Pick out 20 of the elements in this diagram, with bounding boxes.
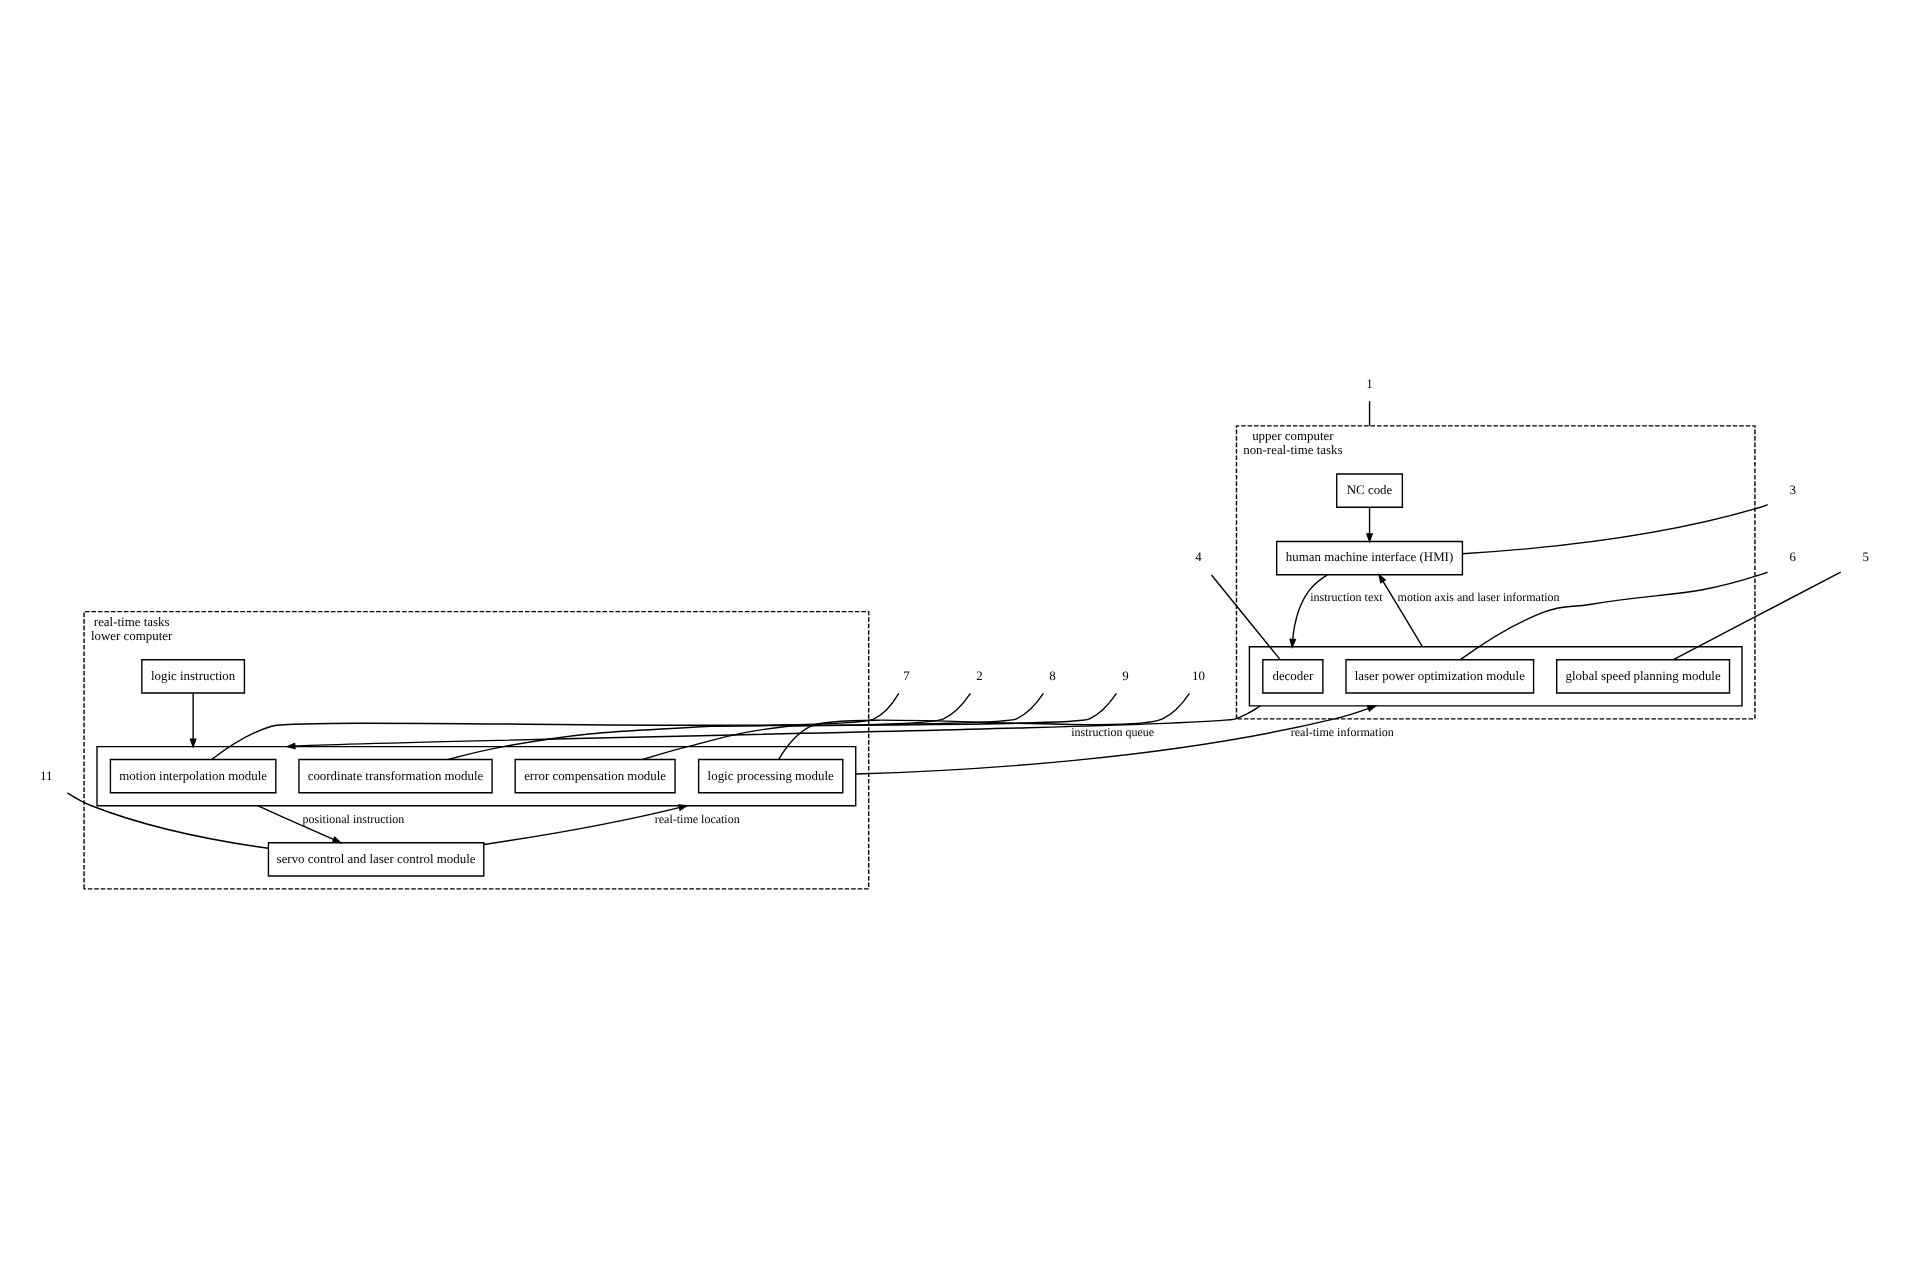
connector [447, 691, 1045, 760]
cluster [96, 744, 857, 806]
connector [1368, 399, 1371, 426]
connector [778, 691, 1191, 759]
connector [1672, 570, 1842, 660]
arrow [1366, 505, 1374, 543]
cluster [1248, 645, 1743, 706]
arrow [189, 691, 197, 748]
connector [211, 691, 900, 759]
connector [1459, 570, 1769, 660]
arrow [285, 704, 1261, 749]
arrow [256, 804, 343, 843]
connector [1461, 503, 1769, 554]
arrow [1289, 573, 1328, 648]
arrow [483, 803, 689, 845]
connector [641, 691, 1118, 760]
connector [66, 791, 270, 848]
connector [1210, 573, 1281, 660]
arrow [1378, 572, 1424, 647]
arrow [855, 704, 1378, 774]
